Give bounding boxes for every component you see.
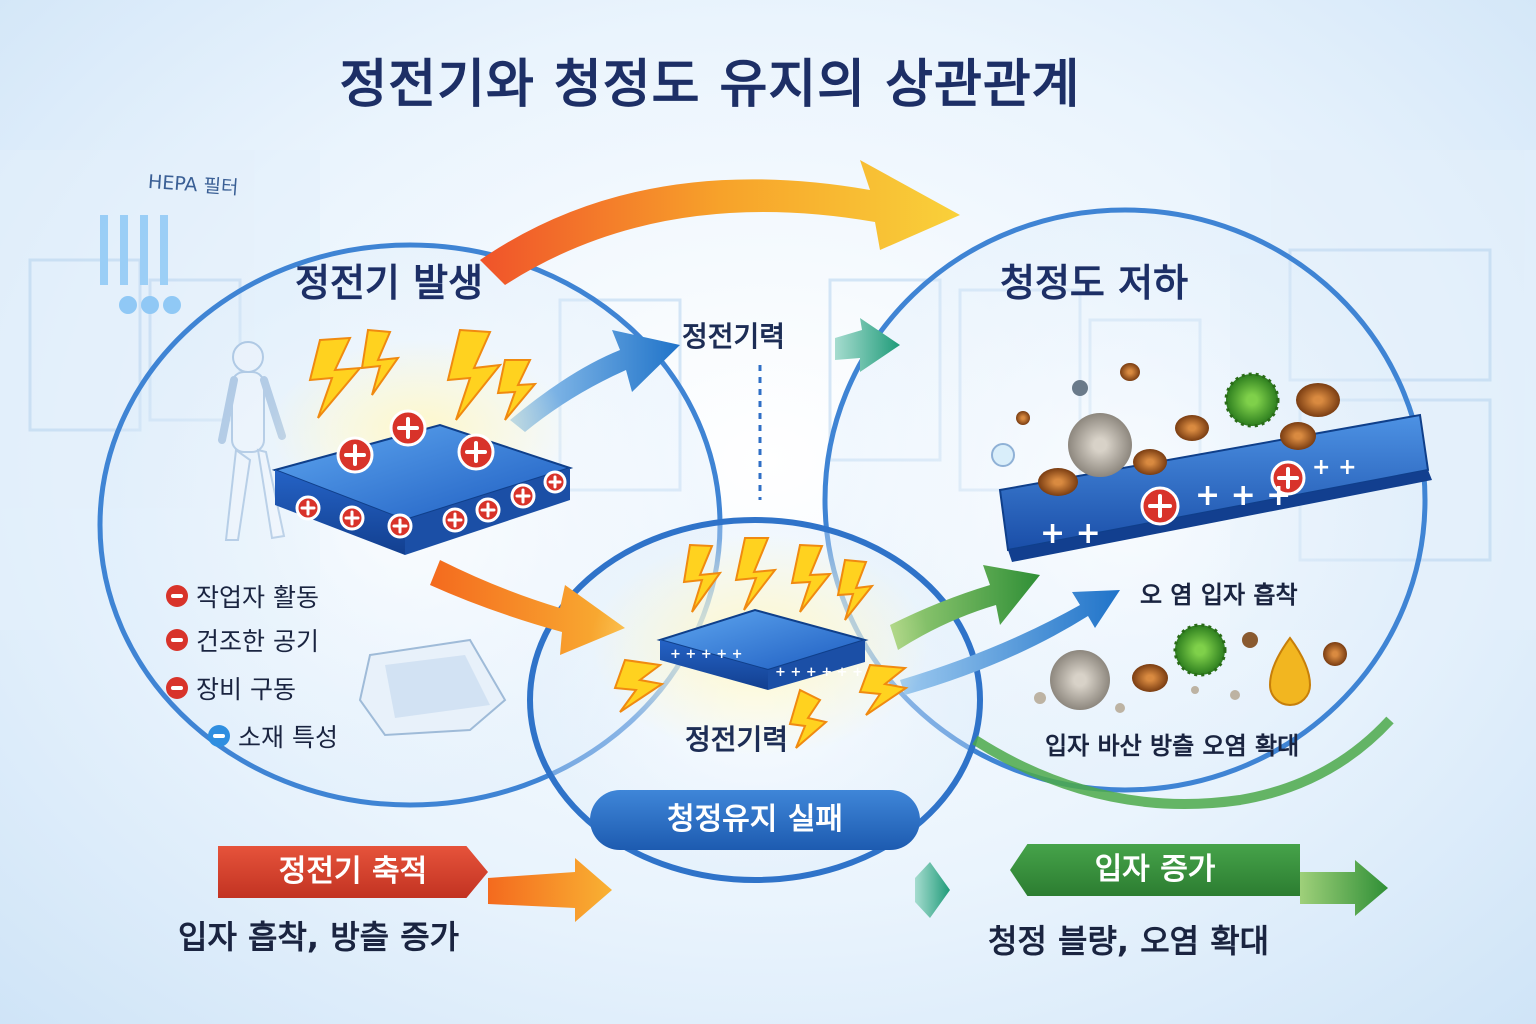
svg-text:+ + + + + +: + + + + + + [775,665,863,680]
bottom-right-summary: 청정 블량, 오염 확대 [988,922,1270,960]
lightning-bolts-center [613,537,909,749]
bottom-right-green-arrow [915,862,950,918]
charged-beam-right: + + + + + + + [998,413,1432,562]
bottom-right-trailing-arrow [1300,860,1388,916]
svg-text:+ +: + + [1312,455,1357,480]
bottom-left-orange-arrow [488,858,612,922]
svg-text:+ + + + +: + + + + + [670,647,743,662]
minus-icon [166,585,188,607]
adsorption-label: 오 염 입자 흡착 [1140,581,1298,609]
orange-arrow-to-center [430,560,625,655]
cause-item-material: 소재 특성 [208,718,338,754]
cleanliness-failure-badge: 청정유지 실패 [590,790,920,850]
minus-icon [166,677,188,699]
charge-markers-left [295,409,567,539]
spread-particles-cluster [1034,623,1347,713]
material-film-illustration [358,638,507,737]
bottom-force-label: 정전기력 [685,723,789,756]
minus-icon [166,629,188,651]
contaminant-particles-on-beam [991,363,1340,496]
cause-label: 건조한 공기 [196,627,319,656]
minus-icon [208,725,230,747]
svg-text:+ + +: + + + [1195,478,1291,513]
green-lower-arc [972,716,1394,809]
top-force-label: 정전기력 [682,320,786,353]
cause-label: 소재 특성 [238,723,338,752]
svg-text:+ +: + + [1040,516,1101,551]
left-section-heading: 정전기 발생 [295,261,484,305]
bottom-left-connector [150,874,218,892]
right-section-heading: 청정도 저하 [1000,261,1189,305]
cause-item-equipment: 장비 구동 [166,670,296,706]
cause-item-worker-activity: 작업자 활동 [166,578,319,614]
spread-label: 입자 바산 방츨 오염 확대 [1045,732,1300,760]
cause-label: 장비 구동 [196,675,296,704]
cause-item-dry-air: 건조한 공기 [166,622,319,658]
lightning-bolts-left [308,328,538,421]
force-to-right-arrow [835,318,900,372]
cause-label: 작업자 활동 [196,583,319,612]
blue-arrow-to-particles [900,590,1120,695]
static-accumulation-banner: 정전기 축적 [218,846,488,898]
particle-increase-banner: 입자 증가 [1010,844,1300,896]
bottom-left-summary: 입자 흡착, 방츨 증가 [178,918,460,956]
top-curved-arrow [480,160,960,285]
page-title: 정전기와 청정도 유지의 상관관계 [339,55,1081,115]
